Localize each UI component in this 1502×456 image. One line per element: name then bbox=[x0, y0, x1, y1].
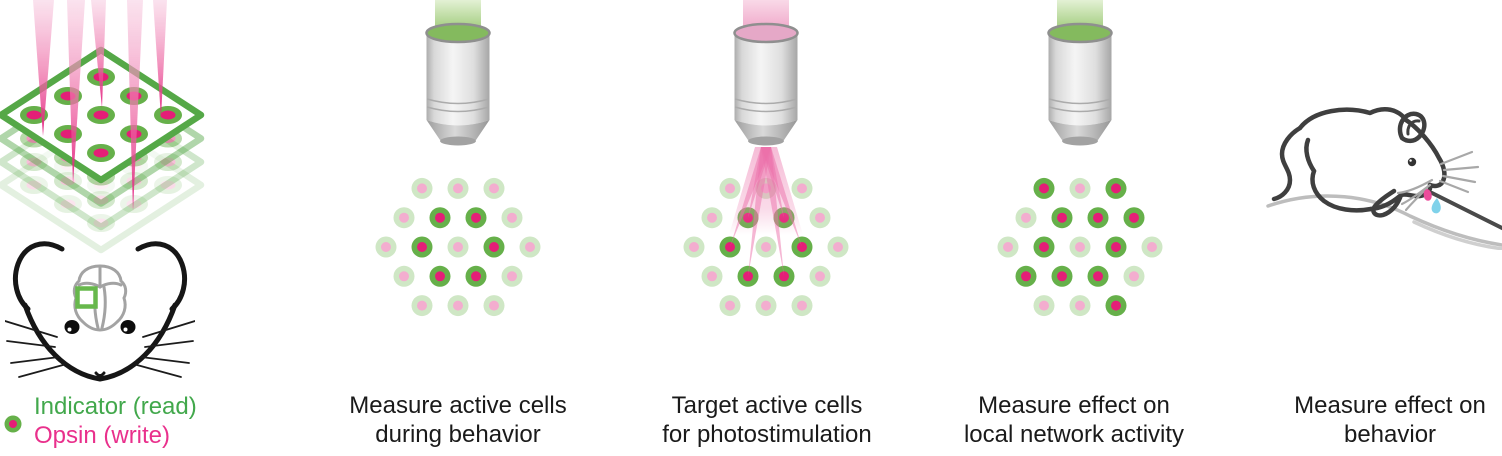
caption-line: Measure active cells bbox=[349, 392, 567, 419]
panel-3-network-illustration bbox=[997, 0, 1163, 317]
imaging-stack-illustration bbox=[0, 0, 215, 256]
mouse-head-illustration bbox=[5, 241, 195, 382]
behaving-mouse-illustration bbox=[1266, 106, 1502, 250]
tongue-icon bbox=[1423, 189, 1432, 201]
lick-spout bbox=[1430, 191, 1502, 230]
eyes bbox=[64, 320, 136, 334]
caption-measure-behavior-effect: Measure effect on behavior bbox=[1220, 391, 1502, 449]
whiskers bbox=[5, 320, 195, 378]
write-laser-beams-icon bbox=[33, 0, 167, 211]
cell-cluster bbox=[375, 177, 541, 317]
head-fill bbox=[25, 290, 175, 379]
microscope-objective-icon bbox=[733, 0, 799, 146]
platform-curves bbox=[1266, 194, 1502, 250]
microscope-objective-icon bbox=[425, 0, 491, 146]
legend-indicator-label: Indicator (read) bbox=[34, 393, 197, 420]
legend-dot-core bbox=[9, 420, 17, 428]
cranial-window-icon bbox=[75, 286, 98, 309]
cell-cluster bbox=[997, 177, 1163, 317]
caption-line: Target active cells bbox=[671, 392, 863, 419]
caption-line: Measure effect on bbox=[978, 392, 1170, 419]
microscope-objective-icon bbox=[1047, 0, 1113, 146]
head-outline bbox=[12, 241, 188, 382]
skull-outline bbox=[72, 264, 128, 332]
caption-measure-active-cells: Measure active cells during behavior bbox=[288, 391, 628, 449]
caption-line: for photostimulation bbox=[662, 421, 872, 448]
legend-opsin-label: Opsin (write) bbox=[34, 422, 171, 449]
stim-beams bbox=[729, 147, 803, 277]
caption-line: behavior bbox=[1343, 421, 1437, 448]
panel-1-measure-illustration bbox=[375, 0, 541, 317]
whiskers bbox=[1396, 150, 1480, 212]
caption-line: Measure effect on bbox=[1294, 392, 1486, 419]
caption-target-active-cells: Target active cells for photostimulation bbox=[597, 391, 937, 449]
mouse-eye bbox=[1407, 157, 1417, 167]
mouse-body-outline bbox=[1271, 106, 1447, 218]
eye-glint bbox=[1409, 159, 1412, 162]
indicator-opsin-cell-icon bbox=[4, 415, 22, 433]
caption-measure-network-effect: Measure effect on local network activity bbox=[904, 391, 1244, 449]
panel-2-target-illustration bbox=[683, 0, 849, 317]
caption-line: local network activity bbox=[963, 421, 1185, 448]
caption-line: during behavior bbox=[375, 421, 541, 448]
water-droplet-icon bbox=[1431, 198, 1441, 214]
